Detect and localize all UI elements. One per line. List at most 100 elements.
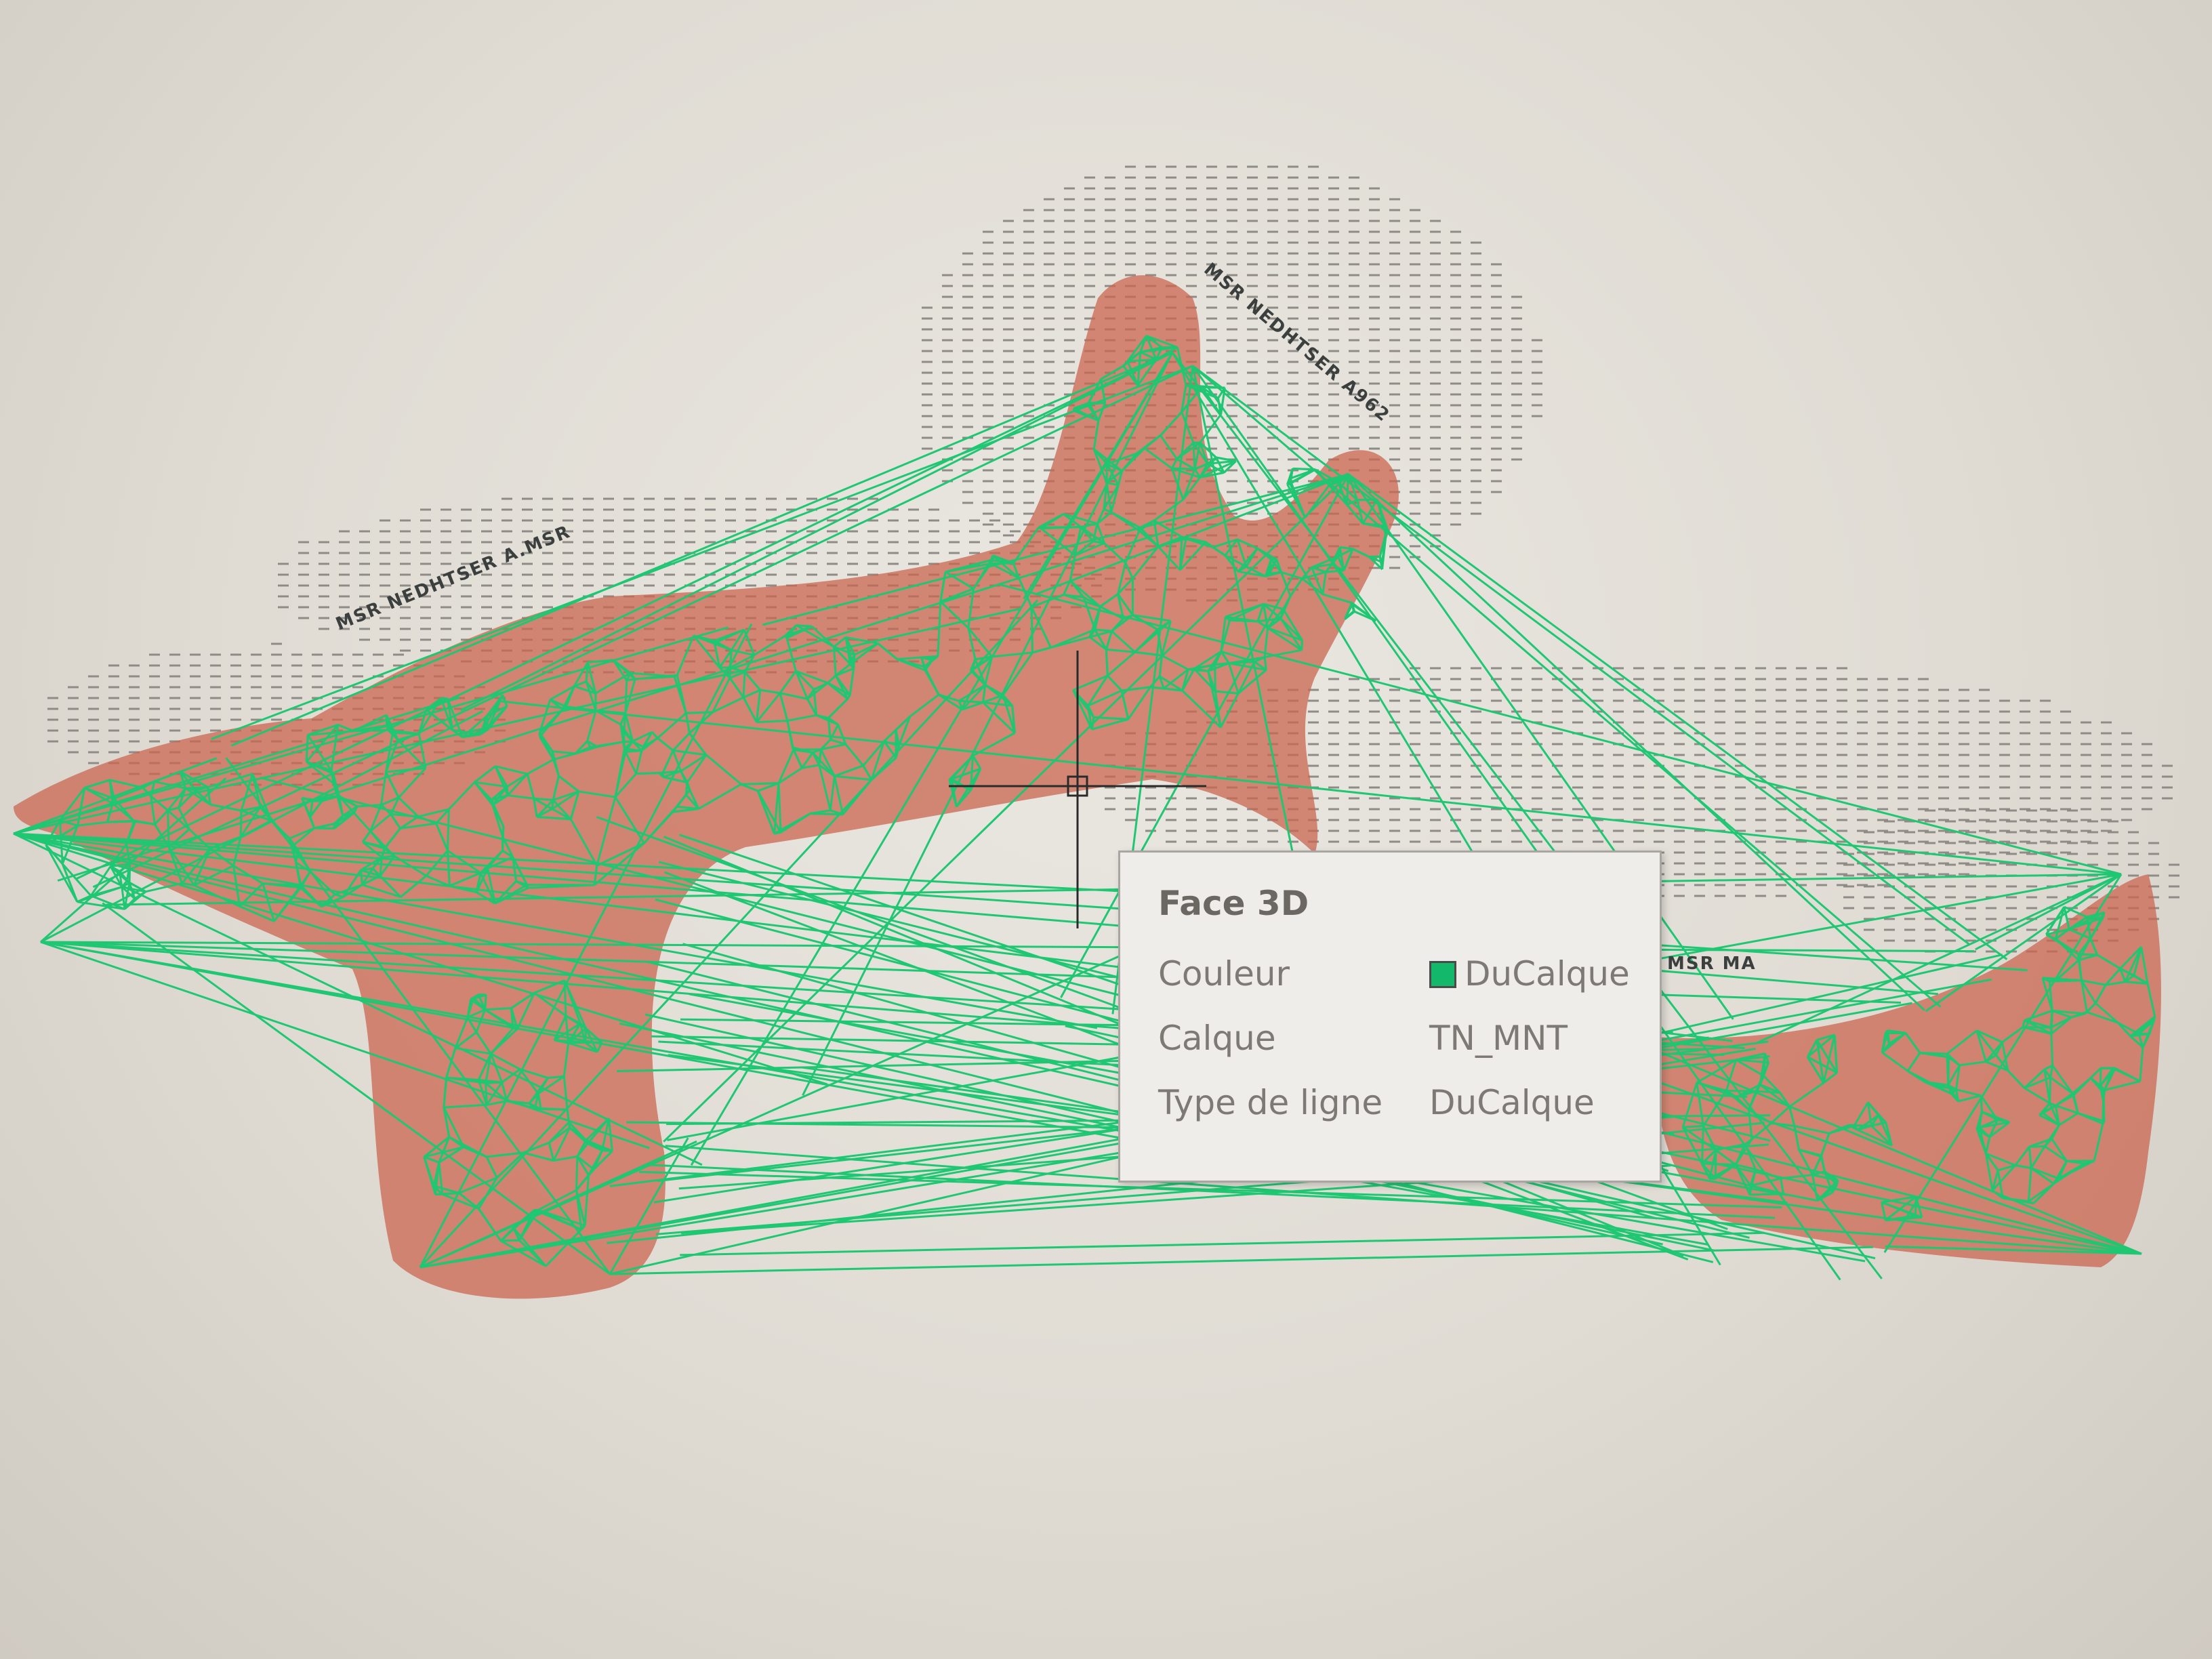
- mesh-edge: [1229, 602, 1265, 621]
- mesh-edge: [548, 1075, 565, 1079]
- mesh-edge: [77, 886, 123, 903]
- mesh-edge: [731, 629, 745, 651]
- mesh-edge: [400, 875, 427, 898]
- mesh-edge: [632, 731, 653, 743]
- mesh-edge: [1337, 556, 1345, 571]
- mesh-edge: [1311, 555, 1338, 569]
- mesh-edge: [443, 1077, 448, 1108]
- mesh-edge: [1080, 523, 1098, 529]
- mesh-edge: [1279, 617, 1303, 651]
- mesh-edge: [662, 770, 681, 774]
- mesh-edge: [353, 812, 371, 832]
- mesh-edge: [806, 698, 817, 716]
- mesh-edge: [417, 808, 449, 818]
- mesh-edge: [1264, 649, 1302, 659]
- mesh-edge: [796, 624, 813, 628]
- mesh-edge: [519, 1068, 548, 1079]
- mesh-edge: [1263, 657, 1267, 670]
- mesh-edge: [897, 656, 922, 661]
- mesh-edge: [779, 693, 789, 721]
- mesh-edge: [495, 765, 528, 775]
- mesh-edge: [400, 822, 436, 830]
- mesh-edge: [506, 773, 528, 788]
- mesh-edge: [1300, 640, 1303, 651]
- mesh-edge: [575, 746, 591, 755]
- mesh-edge: [476, 891, 496, 905]
- mesh-edge: [585, 662, 589, 682]
- mesh-edge: [877, 642, 898, 660]
- mesh-edge: [89, 865, 112, 897]
- mesh-edge: [760, 689, 781, 695]
- mesh-edge: [1136, 434, 1162, 455]
- mesh-edge: [1205, 541, 1226, 556]
- mesh-edge: [967, 628, 977, 660]
- mesh-edge: [1245, 548, 1258, 567]
- mesh-edge: [982, 701, 1016, 734]
- mesh-edge: [1002, 695, 1016, 733]
- mesh-edge: [961, 684, 986, 711]
- mesh-edge: [811, 626, 835, 648]
- mesh-edge: [518, 1209, 536, 1241]
- mesh-edge: [552, 759, 560, 777]
- mesh-edge: [309, 800, 314, 817]
- mesh-edge: [984, 684, 1013, 707]
- mesh-edge: [300, 871, 311, 886]
- mesh-edge: [536, 799, 554, 818]
- mesh-edge: [1158, 676, 1165, 689]
- mesh-edge: [713, 640, 733, 651]
- mesh-edge: [1185, 537, 1214, 549]
- mesh-edge: [1132, 614, 1171, 622]
- mesh-edge: [479, 715, 489, 735]
- mesh-edge: [693, 635, 720, 668]
- mesh-edge: [1193, 442, 1202, 470]
- mesh-edge: [1325, 563, 1333, 573]
- mesh-edge: [45, 844, 64, 865]
- mesh-edge: [359, 869, 363, 885]
- mesh-edge: [939, 600, 969, 629]
- mesh-edge: [777, 783, 782, 833]
- mesh-edge: [486, 1082, 503, 1106]
- mesh-edge: [1089, 636, 1107, 651]
- mesh-edge: [458, 1176, 497, 1194]
- mesh-edge: [362, 884, 401, 899]
- mesh-edge: [1117, 593, 1134, 616]
- mesh-edge: [698, 783, 742, 810]
- mesh-edge: [1288, 478, 1307, 518]
- mesh-edge: [951, 768, 981, 780]
- mesh-edge: [474, 781, 493, 801]
- mesh-edge: [371, 867, 402, 898]
- mesh-edge: [590, 741, 623, 748]
- mesh-edge: [779, 692, 808, 700]
- mesh-edge: [417, 709, 428, 735]
- mesh-edge: [1212, 538, 1238, 549]
- mesh-edge: [731, 649, 755, 657]
- mesh-edge: [593, 1150, 613, 1170]
- mesh-edge: [1087, 689, 1122, 707]
- mesh-edge: [676, 635, 695, 676]
- mesh-edge: [145, 882, 182, 893]
- mesh-edge: [829, 776, 836, 811]
- mesh-edge: [533, 797, 554, 801]
- mesh-edge: [1083, 596, 1101, 608]
- mesh-edge: [1097, 402, 1107, 422]
- mesh-edge: [651, 731, 659, 739]
- mesh-edge: [1322, 571, 1327, 595]
- mesh-edge: [179, 771, 187, 789]
- mesh-edge: [612, 659, 628, 681]
- mesh-edge: [672, 750, 682, 772]
- mesh-edge: [729, 671, 745, 679]
- mesh-edge: [777, 749, 795, 784]
- mesh-edge: [239, 806, 262, 838]
- mesh-edge: [362, 830, 371, 843]
- mesh-edge: [1072, 689, 1093, 730]
- mesh-edge: [1181, 689, 1222, 729]
- mesh-edge: [552, 799, 572, 820]
- mesh-edge: [188, 828, 211, 850]
- mesh-edge: [1160, 411, 1183, 436]
- mesh-edge: [494, 766, 509, 796]
- mesh-edge: [1105, 649, 1109, 676]
- mesh-edge: [756, 790, 782, 833]
- mesh-edge: [657, 712, 687, 739]
